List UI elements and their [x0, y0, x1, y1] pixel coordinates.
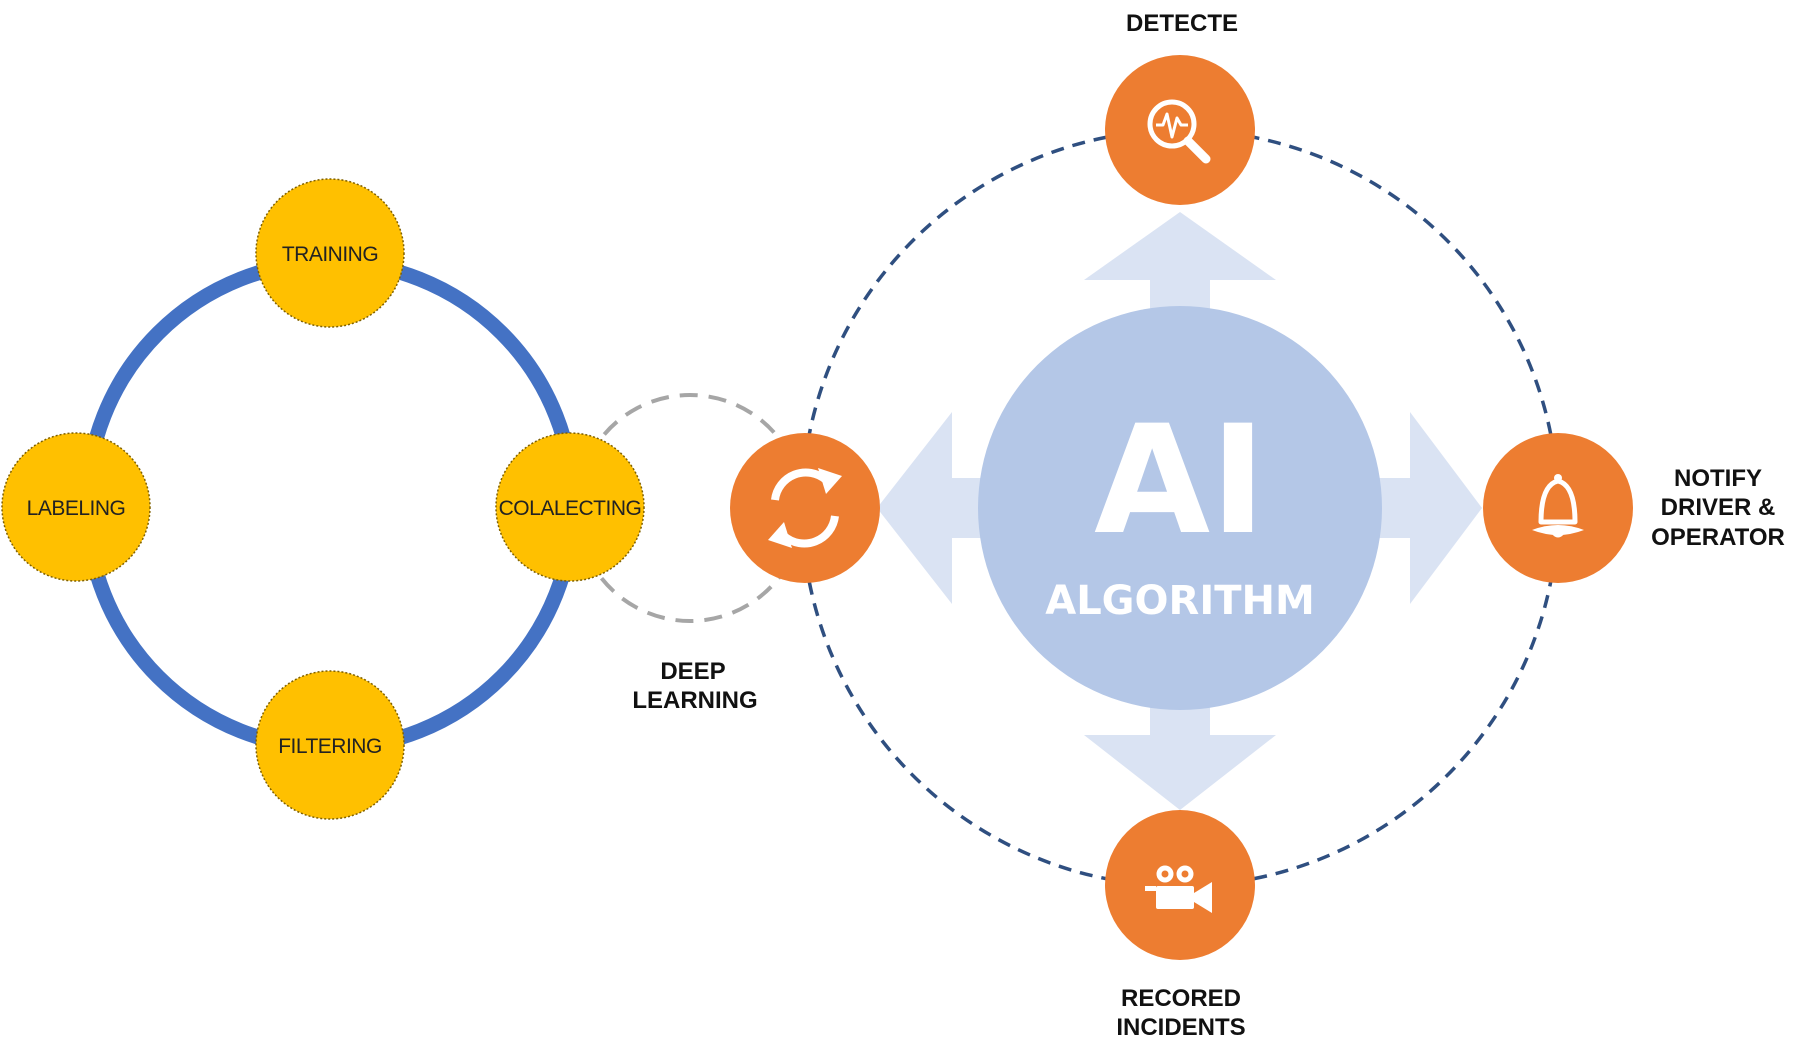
ai-subtitle: ALGORITHM: [1045, 578, 1315, 624]
arrow-down: [1084, 700, 1276, 810]
record-node: [1105, 810, 1255, 960]
stage-labeling: LABELING: [1, 432, 151, 582]
notify-label-line1: NOTIFY: [1674, 465, 1762, 492]
sync-icon: [768, 468, 842, 548]
record-label-line1: RECORED: [1121, 985, 1241, 1012]
bell-icon: [1532, 474, 1584, 538]
direction-arrows: [877, 212, 1482, 810]
stage-collecting-label: COLALECTING: [499, 497, 642, 520]
notify-label-line3: OPERATOR: [1651, 524, 1785, 551]
stage-filtering-label: FILTERING: [278, 735, 382, 758]
notify-node: [1483, 433, 1633, 583]
notify-label-line2: DRIVER &: [1661, 494, 1776, 521]
stage-filtering: FILTERING: [255, 670, 405, 820]
arrow-right: [1375, 412, 1482, 604]
stage-labeling-label: LABELING: [27, 497, 126, 520]
ai-core: AI ALGORITHM: [978, 306, 1382, 710]
detect-node: [1105, 55, 1255, 205]
stage-collecting: COLALECTING: [495, 432, 645, 582]
video-camera-icon: [1145, 865, 1212, 913]
arrow-left: [877, 412, 985, 604]
stage-training-label: TRAINING: [282, 243, 378, 266]
ai-title: AI: [1094, 394, 1266, 568]
record-label-line2: INCIDENTS: [1116, 1014, 1245, 1041]
magnifier-pulse-icon: [1147, 99, 1211, 164]
detect-label: DETECTE: [1126, 10, 1238, 37]
deep-learning-label-line1: DEEP: [660, 658, 725, 685]
stage-training: TRAINING: [255, 178, 405, 328]
deep-learning-node: [730, 433, 880, 583]
arrow-up: [1084, 212, 1276, 310]
deep-learning-label-line2: LEARNING: [632, 687, 757, 714]
